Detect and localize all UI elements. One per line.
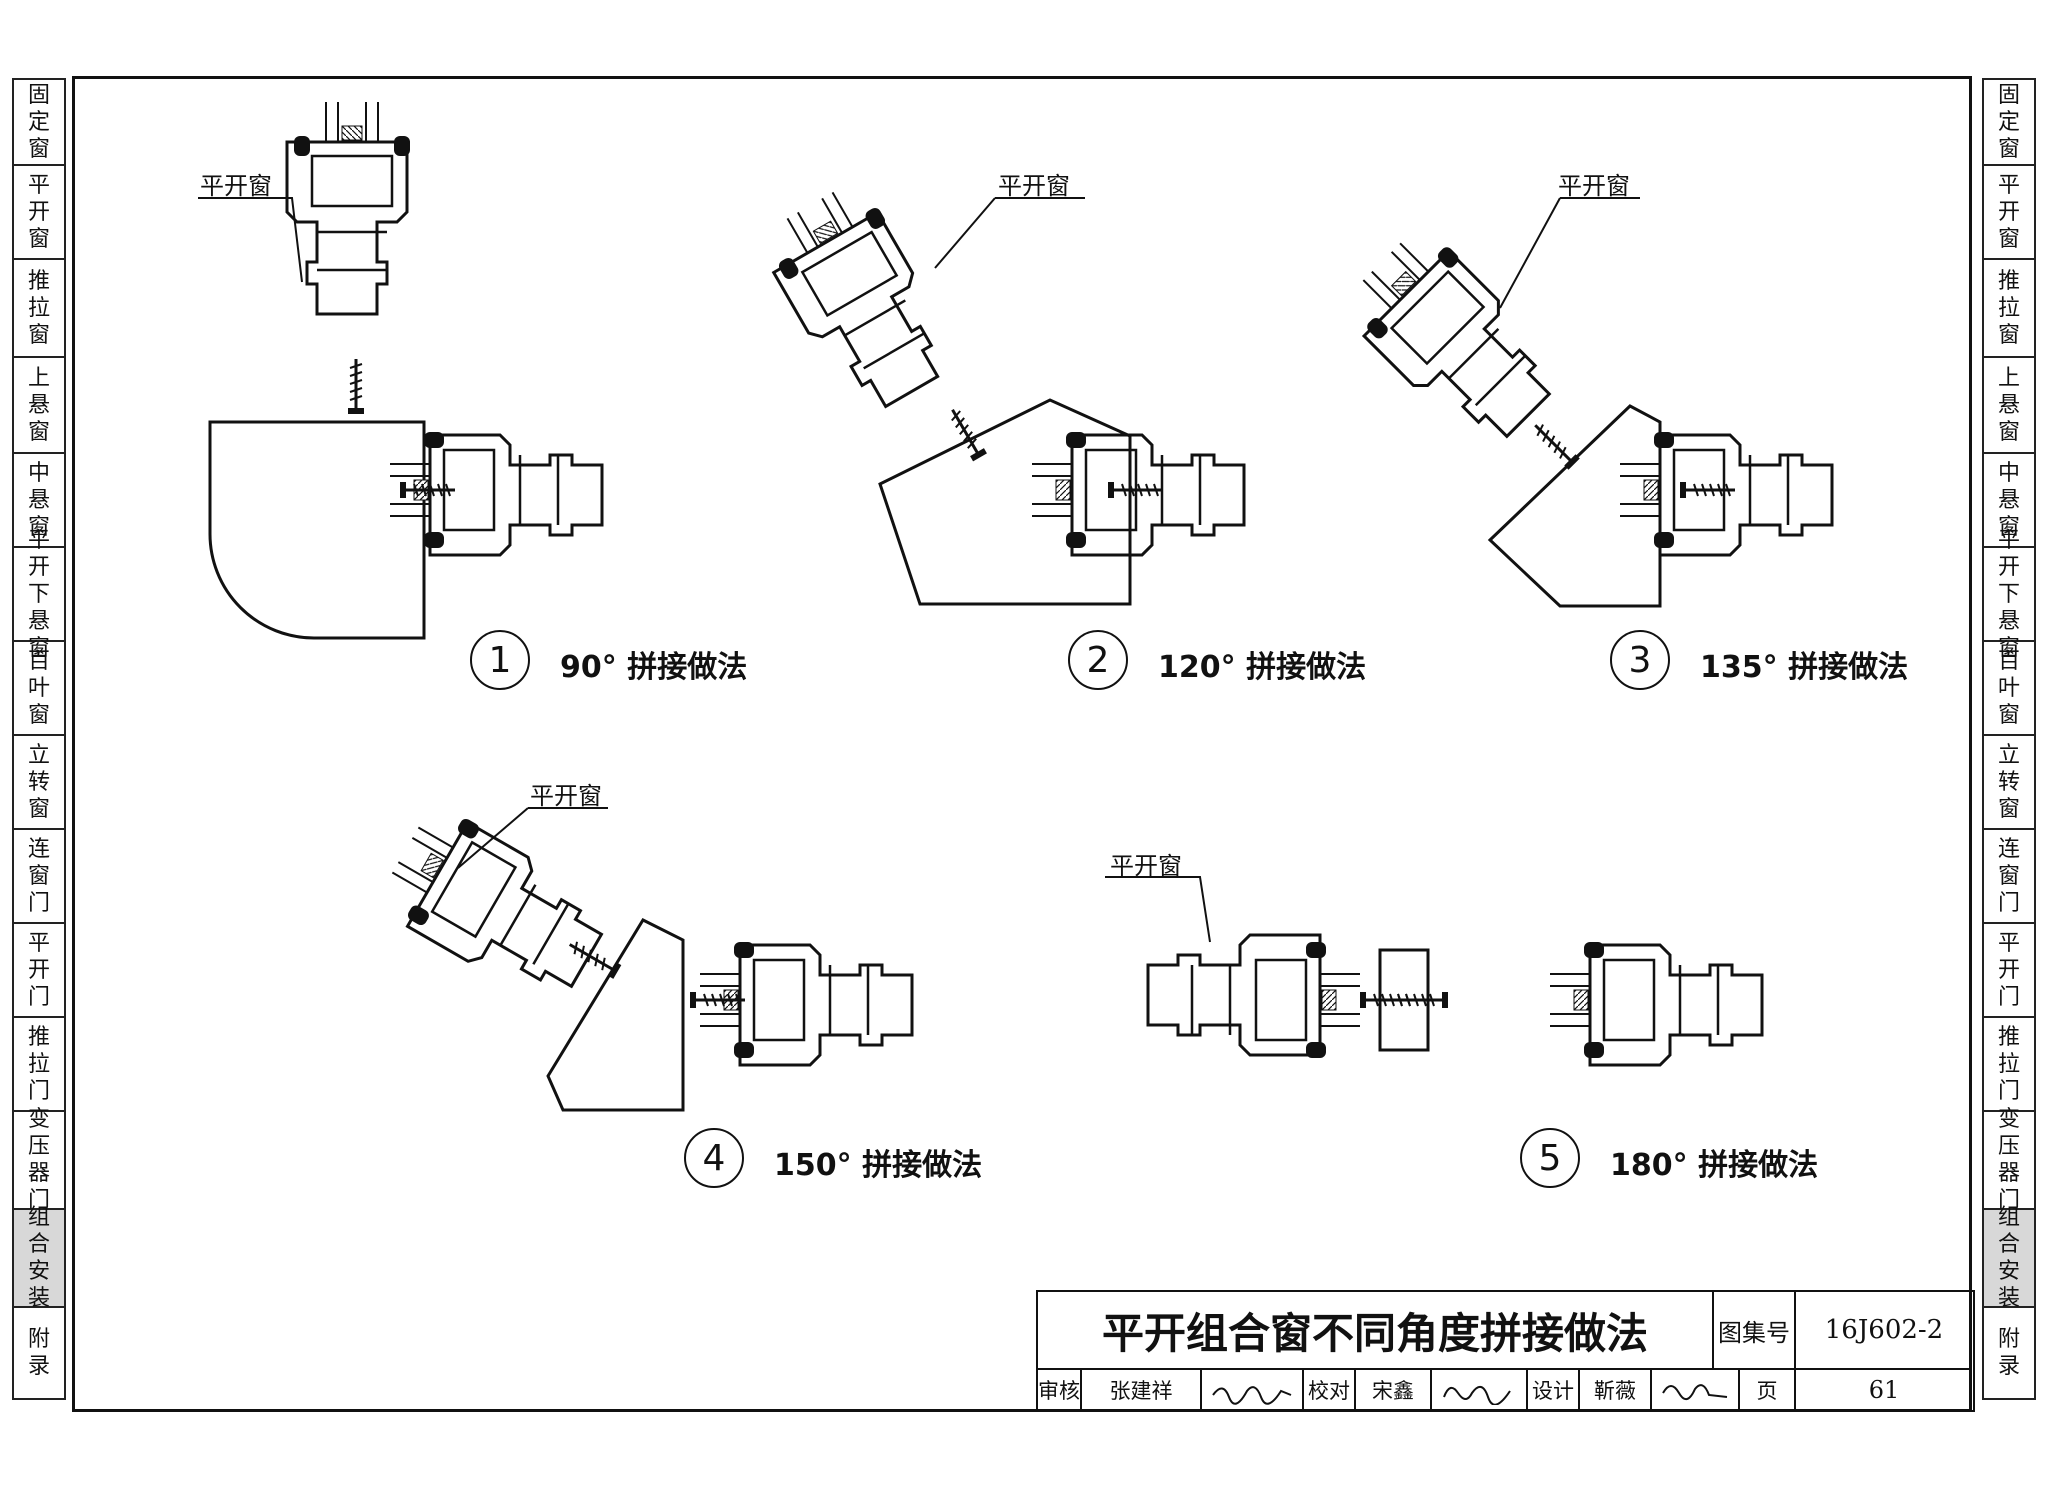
left-tab-11[interactable]: 变压器门 xyxy=(12,1107,66,1213)
left-tab-0[interactable]: 固定窗 xyxy=(12,78,66,164)
right-tab-9[interactable]: 平开门 xyxy=(1982,922,2036,1016)
detail-5-drawing xyxy=(1146,933,1764,1067)
atlas-label: 图集号 xyxy=(1714,1292,1796,1370)
leader-label-5: 平开窗 xyxy=(1110,852,1182,880)
left-tab-2[interactable]: 推拉窗 xyxy=(12,258,66,356)
leader-label-4: 平开窗 xyxy=(530,782,602,810)
left-sidebar: 固定窗平开窗推拉窗上悬窗中悬窗平开下悬窗百叶窗立转窗连窗门平开门推拉门变压器门组… xyxy=(12,78,66,1400)
detail-number-5: 5 xyxy=(1520,1128,1580,1188)
checker-signature xyxy=(1432,1370,1528,1410)
detail-caption-5: 180° 拼接做法 xyxy=(1610,1148,1819,1183)
detail-caption-1: 90° 拼接做法 xyxy=(560,650,748,685)
left-tab-10[interactable]: 推拉门 xyxy=(12,1016,66,1110)
design-label: 设计 xyxy=(1528,1370,1580,1410)
detail-3-drawing xyxy=(1334,219,1834,608)
left-tab-13[interactable]: 附录 xyxy=(12,1306,66,1400)
left-tab-7[interactable]: 立转窗 xyxy=(12,734,66,828)
detail-number-4: 4 xyxy=(684,1128,744,1188)
detail-number-3: 3 xyxy=(1610,630,1670,690)
drawing-frame xyxy=(72,76,1972,1412)
page-label: 页 xyxy=(1740,1370,1796,1410)
check-label: 校对 xyxy=(1304,1370,1356,1410)
right-tab-2[interactable]: 推拉窗 xyxy=(1982,258,2036,356)
reviewer-name: 张建祥 xyxy=(1082,1370,1202,1410)
detail-caption-2: 120° 拼接做法 xyxy=(1158,650,1367,685)
left-tab-9[interactable]: 平开门 xyxy=(12,922,66,1016)
right-tab-12[interactable]: 组合安装 xyxy=(1982,1205,2036,1311)
drawing-title: 平开组合窗不同角度拼接做法 xyxy=(1038,1292,1714,1370)
review-label: 审核 xyxy=(1038,1370,1082,1410)
detail-number-2: 2 xyxy=(1068,630,1128,690)
right-sidebar: 固定窗平开窗推拉窗上悬窗中悬窗平开下悬窗百叶窗立转窗连窗门平开门推拉门变压器门组… xyxy=(1982,78,2036,1400)
leader-lines xyxy=(198,197,1640,943)
atlas-number: 16J602-2 xyxy=(1796,1292,1972,1370)
right-tab-8[interactable]: 连窗门 xyxy=(1982,828,2036,922)
right-tab-7[interactable]: 立转窗 xyxy=(1982,734,2036,828)
left-tab-8[interactable]: 连窗门 xyxy=(12,828,66,922)
right-tab-6[interactable]: 百叶窗 xyxy=(1982,640,2036,734)
designer-name: 靳薇 xyxy=(1580,1370,1652,1410)
detail-caption-3: 135° 拼接做法 xyxy=(1700,650,1909,685)
left-tab-4[interactable]: 中悬窗 xyxy=(12,452,66,546)
leader-label-1: 平开窗 xyxy=(200,172,272,200)
right-tab-4[interactable]: 中悬窗 xyxy=(1982,452,2036,546)
checker-name: 宋鑫 xyxy=(1356,1370,1432,1410)
detail-4-drawing xyxy=(371,798,914,1112)
reviewer-signature xyxy=(1202,1370,1304,1410)
right-tab-0[interactable]: 固定窗 xyxy=(1982,78,2036,164)
left-tab-1[interactable]: 平开窗 xyxy=(12,164,66,258)
designer-signature xyxy=(1652,1370,1740,1410)
leader-label-2: 平开窗 xyxy=(998,172,1070,200)
right-tab-11[interactable]: 变压器门 xyxy=(1982,1107,2036,1213)
left-tab-12[interactable]: 组合安装 xyxy=(12,1205,66,1311)
right-tab-1[interactable]: 平开窗 xyxy=(1982,164,2036,258)
title-block: 平开组合窗不同角度拼接做法 图集号 16J602-2 审核 张建祥 校对 宋鑫 … xyxy=(1036,1290,1975,1412)
right-tab-10[interactable]: 推拉门 xyxy=(1982,1016,2036,1110)
detail-1-drawing xyxy=(208,100,604,640)
detail-number-1: 1 xyxy=(470,630,530,690)
detail-2-drawing xyxy=(752,174,1246,606)
left-tab-6[interactable]: 百叶窗 xyxy=(12,640,66,734)
right-tab-13[interactable]: 附录 xyxy=(1982,1306,2036,1400)
left-tab-3[interactable]: 上悬窗 xyxy=(12,356,66,452)
page-number: 61 xyxy=(1868,1376,1900,1404)
leader-label-3: 平开窗 xyxy=(1558,172,1630,200)
right-tab-3[interactable]: 上悬窗 xyxy=(1982,356,2036,452)
detail-caption-4: 150° 拼接做法 xyxy=(774,1148,983,1183)
